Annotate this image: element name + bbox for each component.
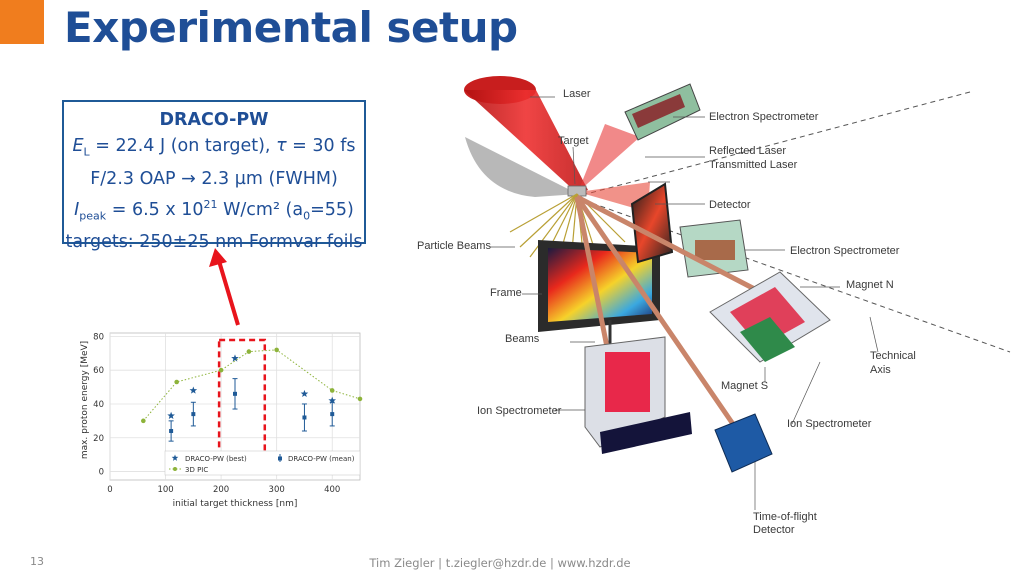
legend-box — [164, 450, 361, 476]
legend-mean-label: DRACO-PW (mean) — [288, 455, 355, 463]
red-arrow-icon — [209, 248, 240, 326]
leader-lines — [490, 96, 879, 510]
energy-line: EL = 22.4 J (on target), τ = 30 fs — [64, 133, 364, 166]
label-frame: Frame — [490, 287, 522, 299]
label-electron-spectrometer-top: Electron Spectrometer — [709, 111, 819, 123]
mean-point — [233, 391, 237, 396]
experimental-setup-diagram: Laser Target Electron Spectrometer Refle… — [417, 76, 1011, 536]
chart-series — [141, 347, 363, 442]
magnet-box-right — [709, 271, 831, 363]
label-technical: Technical — [870, 350, 916, 362]
intensity-subscript: peak — [79, 208, 107, 222]
x-axis-label: initial target thickness [nm] — [173, 499, 298, 509]
x-tick-label: 300 — [269, 485, 285, 495]
legend-pic-label: 3D PIC — [185, 466, 208, 474]
label-magnet-s: Magnet S — [721, 380, 768, 392]
laser-beam — [464, 76, 588, 197]
pic-point — [218, 367, 224, 373]
label-reflected-laser: Reflected Laser — [709, 145, 786, 157]
label-electron-spectrometer-mid: Electron Spectrometer — [790, 245, 900, 257]
y-tick-label: 40 — [93, 400, 104, 410]
pic-point — [329, 388, 335, 393]
label-target: Target — [558, 135, 589, 147]
reflected-laser-cone — [578, 124, 640, 192]
system-name: DRACO-PW — [159, 110, 269, 130]
label-magnet-n: Magnet N — [846, 279, 894, 291]
a0-subscript: 0 — [303, 208, 311, 222]
label-beams: Beams — [505, 333, 540, 345]
pic-point — [141, 418, 146, 424]
y-axis-label: max. proton energy [MeV] — [80, 341, 90, 459]
intensity-line: Ipeak = 6.5 x 1021 W/cm² (a0=55) — [64, 192, 364, 229]
mean-point — [191, 412, 196, 417]
label-tof-1: Time-of-flight — [753, 511, 817, 523]
best-star-point — [328, 396, 337, 404]
pic-point — [274, 347, 279, 353]
chart-legend: DRACO-PW (best) DRACO-PW (mean) 3D PIC — [164, 450, 361, 476]
label-tof-2: Detector — [753, 524, 795, 536]
pic-point — [174, 379, 179, 385]
best-star-point — [300, 389, 309, 398]
intensity-symbol: I — [74, 199, 80, 220]
y-tick-label: 20 — [93, 434, 104, 444]
laser-parameters-box: DRACO-PW EL = 22.4 J (on target), τ = 30… — [62, 100, 366, 252]
mean-point — [302, 415, 307, 420]
intensity-exponent: 21 — [203, 197, 218, 211]
pic-point — [246, 349, 252, 354]
legend-best-icon — [171, 454, 179, 461]
label-axis: Axis — [870, 364, 891, 376]
x-tick-label: 400 — [324, 485, 340, 495]
page-number: 13 — [30, 555, 44, 568]
label-ion-spectrometer-left: Ion Spectrometer — [477, 405, 562, 417]
legend-best-label: DRACO-PW (best) — [185, 455, 247, 463]
mean-point — [330, 412, 335, 417]
best-star-point — [189, 386, 198, 394]
beam-lines — [574, 194, 772, 429]
mean-point — [169, 429, 174, 433]
chart-axes: 0 100 200 300 400 0 20 40 60 80 — [93, 332, 340, 495]
tau-symbol: τ — [276, 136, 287, 156]
intensity-text-2: W/cm² (a — [217, 199, 304, 220]
label-transmitted-laser: Transmitted Laser — [709, 159, 798, 171]
pic-point — [357, 396, 363, 402]
y-tick-label: 80 — [93, 332, 104, 342]
label-ion-spectrometer-right: Ion Spectrometer — [787, 418, 872, 430]
energy-symbol: E — [72, 136, 84, 156]
label-particle-beams: Particle Beams — [417, 240, 491, 252]
best-star-point — [167, 411, 175, 420]
targets-line: targets: 250±25 nm Formvar foils — [65, 231, 363, 252]
footer-text: Tim Ziegler | t.ziegler@hzdr.de | www.hz… — [369, 556, 631, 570]
tau-text: = 30 fs — [286, 136, 356, 156]
electron-spectrometer-mid — [679, 219, 749, 278]
y-tick-label: 0 — [99, 468, 104, 478]
label-laser: Laser — [563, 88, 591, 100]
tof-detector — [714, 413, 773, 473]
electron-spectrometer-top — [624, 83, 701, 141]
accent-square — [0, 0, 44, 44]
intensity-text-3: =55) — [310, 199, 354, 220]
legend-pic-icon — [173, 467, 177, 471]
intensity-text-1: = 6.5 x 10 — [106, 199, 204, 220]
y-tick-label: 60 — [93, 366, 104, 376]
x-tick-label: 0 — [107, 485, 112, 495]
energy-text: = 22.4 J (on target), — [89, 136, 277, 156]
optics-line: F/2.3 OAP → 2.3 µm (FWHM) — [90, 168, 338, 189]
legend-mean-marker — [278, 456, 282, 461]
best-star-point — [231, 354, 239, 362]
label-detector: Detector — [709, 199, 751, 211]
footer: Tim Ziegler | t.ziegler@hzdr.de | www.hz… — [0, 556, 1000, 570]
energy-subscript: L — [83, 145, 90, 159]
slide-title: Experimental setup — [64, 3, 518, 52]
x-tick-label: 200 — [213, 485, 229, 495]
ion-spectrometer-left — [584, 336, 692, 454]
x-tick-label: 100 — [157, 485, 173, 495]
